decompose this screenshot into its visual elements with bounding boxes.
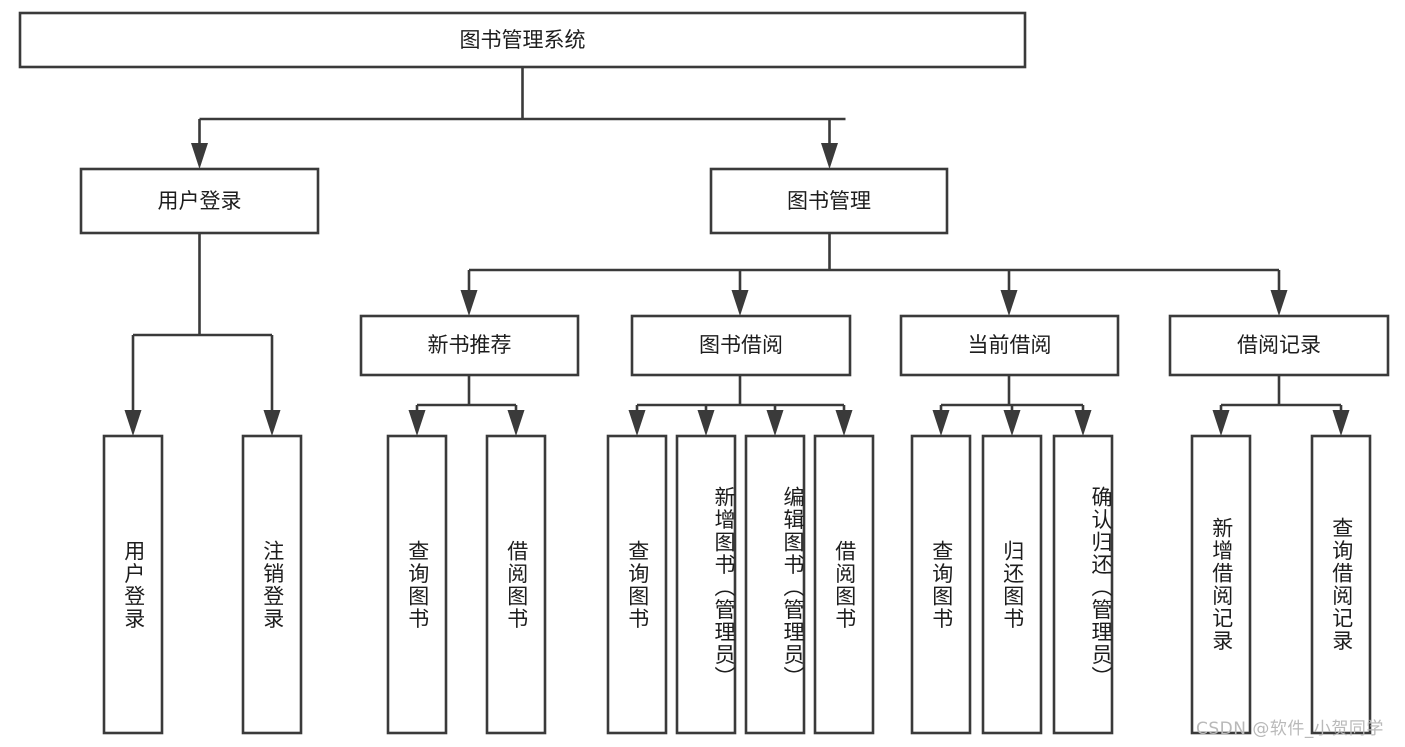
node-user-login-label: 用户登录 bbox=[158, 189, 242, 213]
arrow-head-leaf-add-borrow-record bbox=[1212, 410, 1230, 436]
arrow-head-leaf-add-book-admin bbox=[697, 410, 715, 436]
node-book-management-label: 图书管理 bbox=[787, 189, 871, 213]
arrow-head-book-management bbox=[821, 143, 838, 169]
node-user-login-box[interactable] bbox=[79, 167, 320, 235]
node-new-book-recommend[interactable]: 新书推荐 bbox=[359, 314, 580, 377]
arrow-head-leaf-query-borrow-record bbox=[1332, 410, 1350, 436]
node-book-management-box[interactable] bbox=[709, 167, 949, 235]
connector-group-current-borrow bbox=[932, 375, 1092, 436]
arrow-head-leaf-return-book bbox=[1003, 410, 1021, 436]
arrow-head-leaf-edit-book-admin bbox=[766, 410, 784, 436]
node-root[interactable]: 图书管理系统 bbox=[18, 11, 1027, 69]
node-book-borrow-box[interactable] bbox=[630, 314, 852, 377]
arrow-head-user-login bbox=[191, 143, 208, 169]
arrow-head-leaf-borrow-book-recommend bbox=[507, 410, 525, 436]
node-current-borrow-box[interactable] bbox=[899, 314, 1120, 377]
arrow-head-new-book-recommend bbox=[460, 290, 478, 316]
connector-group-book-management bbox=[460, 233, 1288, 316]
arrow-head-leaf-user-logout bbox=[263, 410, 281, 436]
node-leaf-edit-book-admin-box[interactable] bbox=[744, 434, 806, 735]
arrow-head-leaf-user-login bbox=[124, 410, 142, 436]
node-leaf-confirm-return-admin-box[interactable] bbox=[1052, 434, 1114, 735]
arrow-head-leaf-query-book-borrow bbox=[628, 410, 646, 436]
arrow-head-borrow-records bbox=[1270, 290, 1288, 316]
arrow-head-leaf-borrow-book bbox=[835, 410, 853, 436]
watermark-text: CSDN @软件_小贺同学 bbox=[1196, 719, 1384, 739]
arrow-head-book-borrow bbox=[731, 290, 749, 316]
node-borrow-records-box[interactable] bbox=[1168, 314, 1390, 377]
node-book-borrow[interactable]: 图书借阅 bbox=[630, 314, 852, 377]
connector-group-new-book-recommend bbox=[408, 375, 525, 436]
node-root-box[interactable] bbox=[18, 11, 1027, 69]
node-book-management[interactable]: 图书管理 bbox=[709, 167, 949, 235]
arrow-head-leaf-confirm-return-admin bbox=[1074, 410, 1092, 436]
connector-group-user-login bbox=[124, 233, 281, 436]
node-root-label: 图书管理系统 bbox=[460, 28, 586, 52]
node-leaf-user-login-box[interactable] bbox=[102, 434, 164, 735]
node-leaf-query-book-borrow-box[interactable] bbox=[606, 434, 668, 735]
connector-group-root bbox=[191, 67, 846, 169]
node-book-borrow-label: 图书借阅 bbox=[699, 333, 783, 357]
node-leaf-user-logout-box[interactable] bbox=[241, 434, 303, 735]
node-user-login[interactable]: 用户登录 bbox=[79, 167, 320, 235]
arrow-head-leaf-query-book-recommend bbox=[408, 410, 426, 436]
node-leaf-borrow-book-recommend-box[interactable] bbox=[485, 434, 547, 735]
node-leaf-query-book-current-box[interactable] bbox=[910, 434, 972, 735]
node-new-book-recommend-label: 新书推荐 bbox=[428, 333, 512, 357]
node-leaf-query-borrow-record-box[interactable] bbox=[1310, 434, 1372, 735]
node-leaf-query-book-recommend-box[interactable] bbox=[386, 434, 448, 735]
node-leaf-add-borrow-record-box[interactable] bbox=[1190, 434, 1252, 735]
arrow-head-leaf-query-book-current bbox=[932, 410, 950, 436]
node-borrow-records-label: 借阅记录 bbox=[1237, 333, 1321, 357]
node-leaf-borrow-book-box[interactable] bbox=[813, 434, 875, 735]
node-leaf-return-book-box[interactable] bbox=[981, 434, 1043, 735]
connector-group-book-borrow bbox=[628, 375, 853, 436]
node-current-borrow-label: 当前借阅 bbox=[968, 333, 1052, 357]
connector-group-borrow-records bbox=[1212, 375, 1350, 436]
leaf-boxes bbox=[102, 434, 1372, 735]
node-leaf-add-book-admin-box[interactable] bbox=[675, 434, 737, 735]
node-current-borrow[interactable]: 当前借阅 bbox=[899, 314, 1120, 377]
arrow-head-current-borrow bbox=[1000, 290, 1018, 316]
node-borrow-records[interactable]: 借阅记录 bbox=[1168, 314, 1390, 377]
node-new-book-recommend-box[interactable] bbox=[359, 314, 580, 377]
